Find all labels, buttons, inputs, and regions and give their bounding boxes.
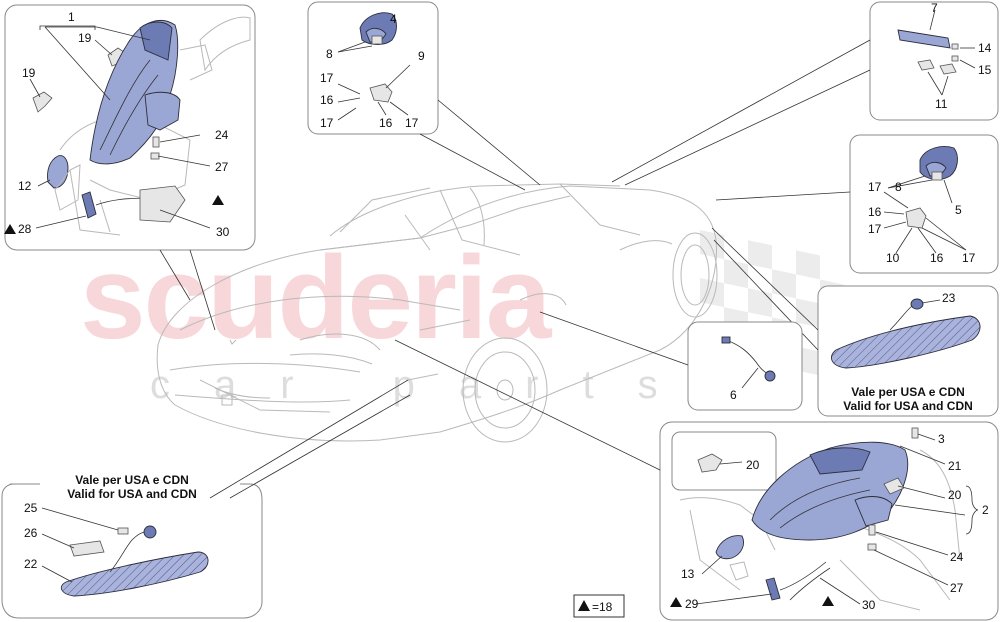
callout-11: 11 <box>935 97 948 111</box>
callout-4: 4 <box>390 12 397 26</box>
callout-1: 1 <box>68 10 75 24</box>
callout-13: 13 <box>681 567 695 581</box>
callout-17-d: 17 <box>868 180 882 194</box>
callout-10: 10 <box>886 251 900 265</box>
box-side-marker-front <box>307 1 541 191</box>
callout-26: 26 <box>24 526 38 540</box>
callout-9: 9 <box>418 49 425 63</box>
callout-2: 2 <box>982 503 989 517</box>
callout-25: 25 <box>24 501 38 515</box>
callout-19-b: 19 <box>22 66 36 80</box>
callout-23: 23 <box>942 291 956 305</box>
callout-14: 14 <box>978 41 992 55</box>
callout-8-b: 8 <box>895 180 902 194</box>
caption-usa-it-left: Vale per USA e CDN <box>75 473 189 487</box>
callout-16-a: 16 <box>320 93 334 107</box>
callout-17-c: 17 <box>405 116 419 130</box>
legend-box <box>573 594 625 618</box>
box-front-headlamp <box>4 4 256 331</box>
triangle-marker-28 <box>4 224 16 234</box>
callout-30-b: 30 <box>862 598 876 612</box>
callout-16-d: 16 <box>930 251 944 265</box>
callout-20-a: 20 <box>746 458 760 472</box>
callout-19-a: 19 <box>78 31 92 45</box>
box-sensor <box>539 311 803 411</box>
callout-17-e: 17 <box>868 222 882 236</box>
callout-24-a: 24 <box>215 128 229 142</box>
box-third-brake-light <box>611 1 999 186</box>
triangle-marker-30b <box>822 596 834 606</box>
callout-29: 29 <box>685 597 699 611</box>
caption-usa-en-left: Valid for USA and CDN <box>67 487 197 501</box>
callout-15: 15 <box>978 63 992 77</box>
bracket-1 <box>39 25 96 30</box>
callout-21: 21 <box>948 459 962 473</box>
caption-usa-it-right: Vale per USA e CDN <box>851 385 965 399</box>
box-rear-reflector-usa <box>711 227 999 417</box>
callout-27-a: 27 <box>215 160 229 174</box>
box-front-reflector-usa <box>1 379 411 619</box>
callout-27-b: 27 <box>950 581 964 595</box>
watermark-sub: car parts <box>150 363 702 407</box>
car-outline <box>156 183 718 443</box>
callout-6: 6 <box>730 388 737 402</box>
callout-17-f: 17 <box>962 251 976 265</box>
callout-8-a: 8 <box>326 47 333 61</box>
callout-12: 12 <box>18 179 32 193</box>
callout-17-a: 17 <box>320 71 334 85</box>
watermark-brand: scuderia <box>80 232 553 364</box>
callout-5: 5 <box>955 203 962 217</box>
callout-16-b: 16 <box>379 116 393 130</box>
callout-28: 28 <box>18 222 32 236</box>
callout-16-c: 16 <box>868 205 882 219</box>
bracket-2 <box>965 485 979 535</box>
box-headlamp-assembly <box>394 339 999 621</box>
triangle-marker-30a <box>212 195 224 205</box>
callout-30-a: 30 <box>216 225 230 239</box>
box-side-marker-rear <box>715 134 999 274</box>
triangle-marker-29 <box>670 597 682 607</box>
callout-20-b: 20 <box>948 488 962 502</box>
legend-value: =18 <box>592 600 613 614</box>
callout-24-b: 24 <box>950 550 964 564</box>
callout-3: 3 <box>938 432 945 446</box>
caption-usa-en-right: Valid for USA and CDN <box>843 399 973 413</box>
callout-22: 22 <box>24 557 38 571</box>
callout-17-b: 17 <box>320 116 334 130</box>
callout-7: 7 <box>931 1 938 15</box>
